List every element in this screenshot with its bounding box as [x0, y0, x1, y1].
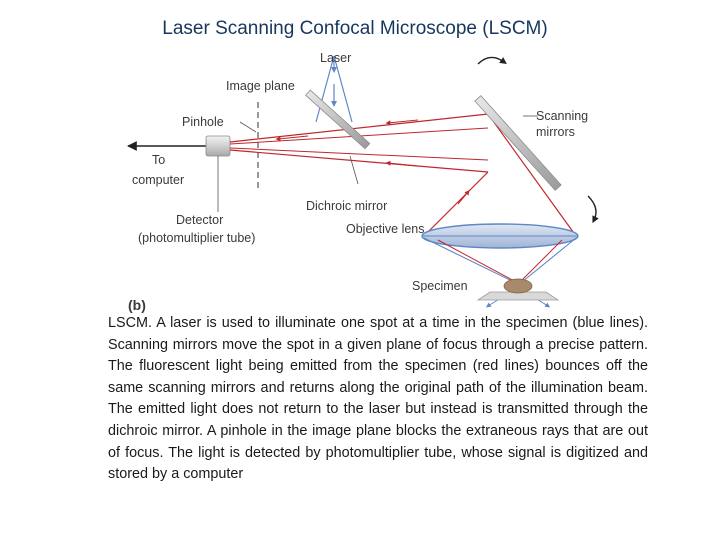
label-photomultiplier-tube: (photomultiplier tube)	[138, 231, 255, 245]
scanning-mirror	[474, 95, 562, 191]
laser-beam-right	[333, 55, 353, 123]
label-pinhole: Pinhole	[182, 115, 224, 129]
focus-ray-1	[423, 237, 515, 283]
emission-ray-1	[229, 113, 489, 143]
figure-caption: LSCM. A laser is used to illuminate one …	[108, 315, 648, 483]
specimen	[503, 278, 533, 294]
label-objective-lens: Objective lens	[346, 222, 425, 236]
emission-ray-5	[487, 113, 577, 237]
focus-ray-3	[437, 239, 517, 283]
label-laser: Laser	[320, 51, 351, 65]
emission-ray-6	[423, 171, 489, 237]
label-detector: Detector	[176, 213, 223, 227]
label-scanning: Scanning	[536, 109, 588, 123]
lscm-diagram-svg: Laser Image plane Pinhole To computer Sc…	[127, 51, 599, 313]
label-image-plane: Image plane	[226, 79, 295, 93]
label-computer: computer	[132, 173, 184, 187]
emission-arrow-3	[275, 135, 309, 142]
specimen-slide	[476, 291, 560, 301]
label-to: To	[152, 153, 165, 167]
emission-arrow-4	[457, 190, 470, 205]
dichroic-mirror	[305, 89, 371, 150]
scan-rotation-arrow-bottom	[587, 195, 599, 224]
emission-ray-2	[229, 149, 489, 173]
emission-arrow-1	[385, 119, 419, 126]
scan-rotation-arrow-top	[477, 56, 507, 65]
emission-arrow-2	[385, 160, 419, 167]
focus-ray-4	[519, 239, 563, 283]
emission-ray-4	[229, 147, 489, 161]
dichroic-leader	[349, 155, 359, 185]
label-specimen: Specimen	[412, 279, 468, 293]
label-mirrors: mirrors	[536, 125, 575, 139]
label-dichroic-mirror: Dichroic mirror	[306, 199, 387, 213]
pinhole-leader	[239, 121, 257, 133]
label-panel-b: (b)	[128, 297, 146, 313]
lscm-diagram: Laser Image plane Pinhole To computer Sc…	[118, 44, 638, 316]
detector	[205, 135, 231, 157]
focus-ray-2	[521, 237, 577, 283]
page-title: Laser Scanning Confocal Microscope (LSCM…	[162, 18, 548, 39]
